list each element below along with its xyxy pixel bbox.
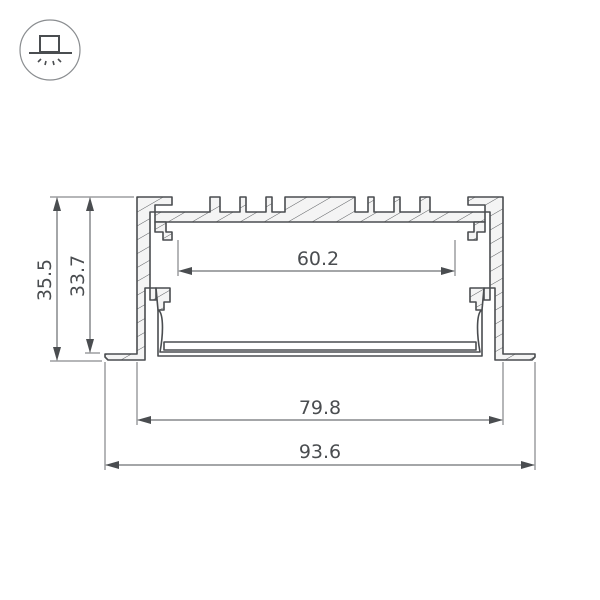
recessed-ceiling-light-icon [19, 19, 81, 81]
dim-overall-height: 35.5 [34, 259, 56, 301]
dim-inner-width: 60.2 [297, 248, 339, 270]
dim-body-width: 79.8 [299, 397, 341, 419]
dimension-lines [53, 197, 535, 469]
dim-body-height: 33.7 [67, 255, 89, 297]
extension-lines [50, 196, 536, 470]
aluminum-profile [104, 196, 536, 361]
dim-overall-width: 93.6 [299, 441, 341, 463]
